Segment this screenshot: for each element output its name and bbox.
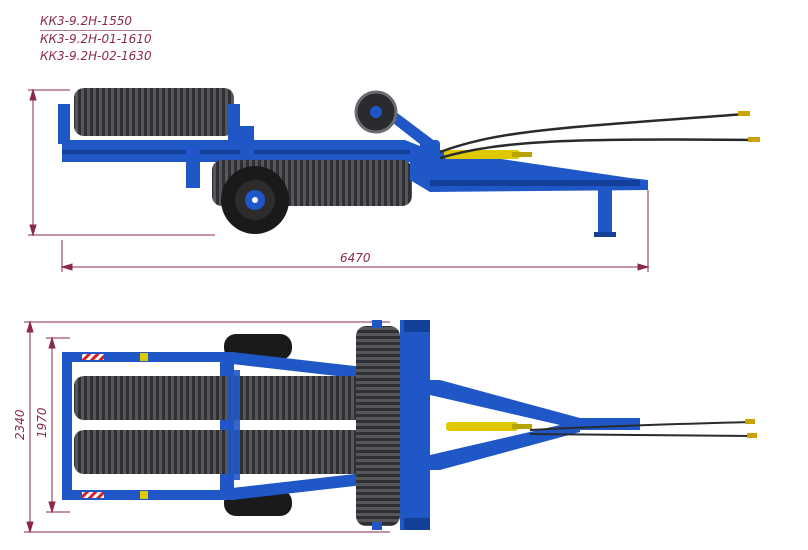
top-view: 2340 1970 bbox=[13, 320, 757, 534]
length-value: 6470 bbox=[340, 251, 371, 265]
hazard-marker-top bbox=[82, 354, 104, 360]
rear-roller-side bbox=[74, 88, 234, 136]
hydraulic-hose-2 bbox=[439, 138, 756, 160]
front-roller-top bbox=[356, 326, 400, 526]
support-stand bbox=[598, 186, 612, 236]
rear-roller-top-upper bbox=[74, 376, 364, 420]
side-view: 6470 bbox=[28, 88, 760, 272]
drawbar-top bbox=[430, 380, 580, 470]
model-label-2: КК3-9.2Н-01-1610 bbox=[40, 32, 152, 46]
width-overall-value: 2340 bbox=[13, 409, 27, 440]
model-label-3: КК3-9.2Н-02-1630 bbox=[40, 49, 152, 63]
center-frame-top bbox=[400, 320, 430, 530]
side-height-dimension bbox=[28, 88, 215, 237]
model-list: КК3-9.2Н-1550 КК3-9.2Н-01-1610 КК3-9.2Н-… bbox=[40, 13, 152, 65]
rear-roller-top-lower bbox=[74, 430, 364, 474]
hazard-marker-bottom bbox=[82, 492, 104, 498]
hydraulic-cylinder-top bbox=[446, 422, 518, 431]
length-dimension bbox=[60, 190, 650, 272]
width-working-value: 1970 bbox=[35, 407, 49, 438]
model-label-1: КК3-9.2Н-1550 bbox=[40, 13, 152, 31]
width-dimensions bbox=[24, 320, 390, 534]
hydraulic-hose-1 bbox=[439, 112, 746, 154]
